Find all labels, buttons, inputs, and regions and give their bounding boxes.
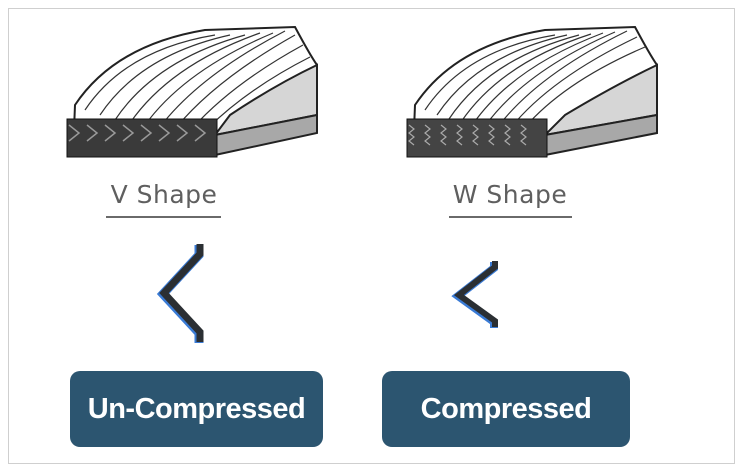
w-shape-label: W Shape <box>452 180 568 209</box>
v-chevron-uncompressed-icon <box>156 244 204 343</box>
w-shape-underline <box>449 216 572 218</box>
v-shape-gasket-illustration <box>66 25 318 158</box>
v-shape-label: V Shape <box>110 180 218 209</box>
v-shape-underline <box>106 216 221 218</box>
w-shape-gasket-illustration <box>406 25 658 158</box>
image-frame <box>8 8 735 464</box>
w-chevron-compressed-icon <box>451 261 498 328</box>
compressed-button: Compressed <box>382 371 630 447</box>
un-compressed-button: Un-Compressed <box>70 371 323 447</box>
